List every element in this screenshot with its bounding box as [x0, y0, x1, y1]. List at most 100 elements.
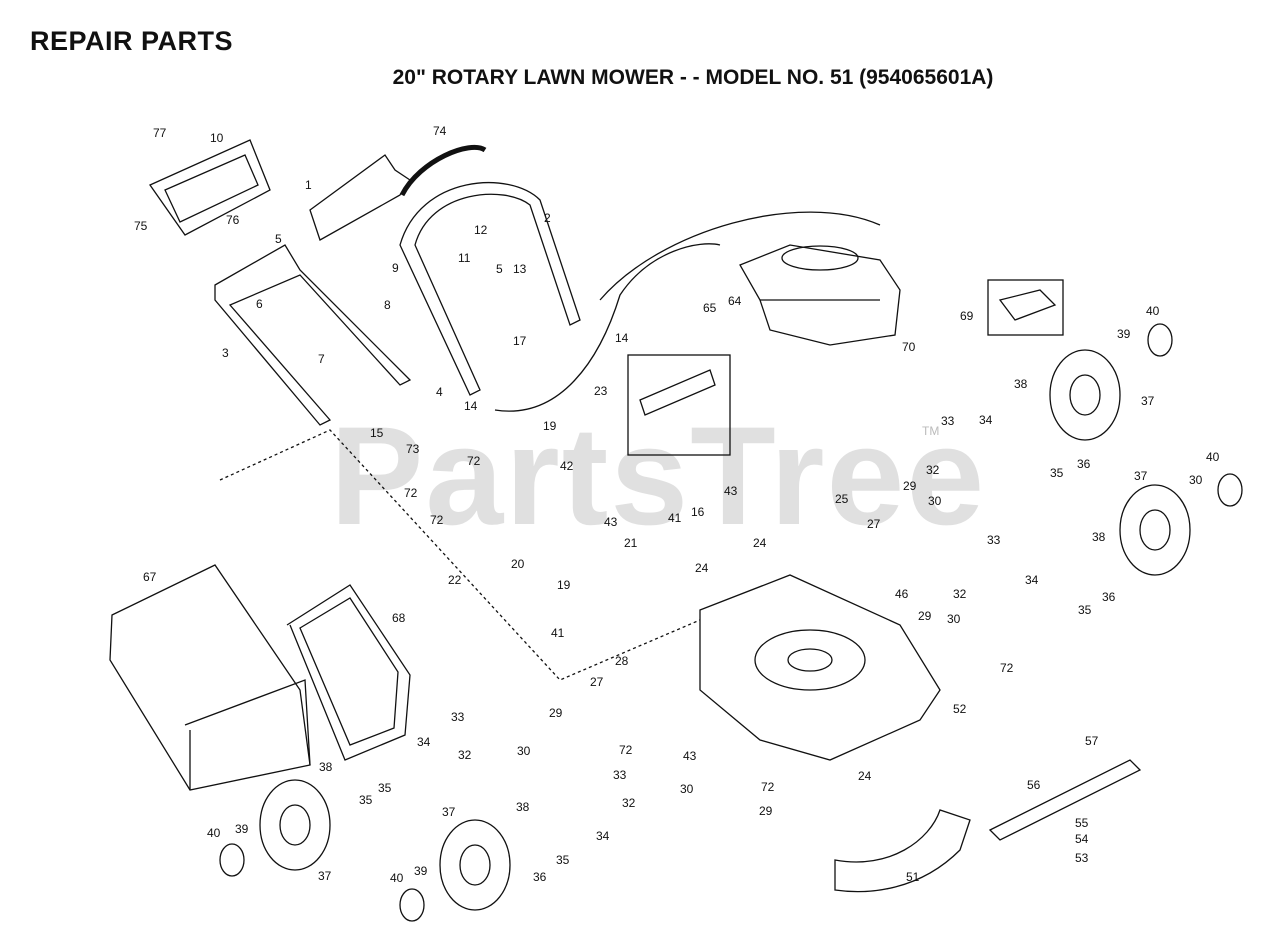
part-number-label: 2 — [544, 211, 551, 225]
part-number-label: 43 — [604, 515, 618, 529]
part-number-label: 34 — [979, 413, 993, 427]
part-number-label: 34 — [1025, 573, 1039, 587]
air-filter-drawing — [998, 289, 1057, 321]
part-number-label: 39 — [1117, 327, 1131, 341]
part-number-label: 6 — [256, 297, 263, 311]
detail-part-drawing — [639, 369, 716, 416]
upper-handle-drawing — [399, 144, 581, 396]
page-heading: REPAIR PARTS — [30, 26, 234, 56]
part-number-label: 75 — [134, 219, 148, 233]
part-number-label: 28 — [615, 654, 629, 668]
watermark: PartsTree — [330, 397, 987, 554]
part-number-label: 32 — [458, 748, 472, 762]
bail-drawing — [309, 154, 411, 241]
part-number-label: 35 — [378, 781, 392, 795]
part-number-label: 40 — [207, 826, 221, 840]
grass-bag-drawing — [109, 564, 311, 791]
part-number-label: 21 — [624, 536, 638, 550]
part-number-label: 32 — [926, 463, 940, 477]
part-number-label: 27 — [867, 517, 881, 531]
part-number-label: 72 — [761, 780, 775, 794]
part-number-label: 24 — [858, 769, 872, 783]
part-number-label: 34 — [596, 829, 610, 843]
part-number-label: 46 — [895, 587, 909, 601]
part-number-label: 27 — [590, 675, 604, 689]
part-number-label: 38 — [1092, 530, 1106, 544]
part-number-label: 37 — [318, 869, 332, 883]
part-number-label: 16 — [691, 505, 705, 519]
part-number-label: 30 — [928, 494, 942, 508]
part-number-label: 29 — [549, 706, 563, 720]
part-number-label: 42 — [560, 459, 574, 473]
part-number-label: 38 — [1014, 377, 1028, 391]
part-number-label: 22 — [448, 573, 462, 587]
part-number-label: 65 — [703, 301, 717, 315]
bag-frame-drawing — [286, 584, 411, 761]
part-number-label: 33 — [987, 533, 1001, 547]
detail-box — [627, 354, 731, 456]
part-number-label: 41 — [551, 626, 565, 640]
part-number-label: 73 — [406, 442, 420, 456]
part-number-label: 8 — [384, 298, 391, 312]
part-number-label: 30 — [947, 612, 961, 626]
part-number-label: 4 — [436, 385, 443, 399]
part-number-label: 43 — [724, 484, 738, 498]
control-panel-drawing — [149, 139, 271, 236]
part-number-label: 53 — [1075, 851, 1089, 865]
part-number-label: 39 — [235, 822, 249, 836]
part-number-label: 54 — [1075, 832, 1089, 846]
part-number-label: 64 — [728, 294, 742, 308]
part-number-label: 19 — [543, 419, 557, 433]
part-number-label: 29 — [903, 479, 917, 493]
air-filter-box — [987, 279, 1064, 336]
part-number-label: 68 — [392, 611, 406, 625]
part-number-label: 20 — [511, 557, 525, 571]
part-number-label: 37 — [442, 805, 456, 819]
part-number-label: 38 — [319, 760, 333, 774]
part-number-label: 36 — [1077, 457, 1091, 471]
part-number-label: 5 — [496, 262, 503, 276]
diagram-title: 20" ROTARY LAWN MOWER - - MODEL NO. 51 (… — [392, 66, 994, 89]
part-number-label: 40 — [1206, 450, 1220, 464]
part-number-label: 72 — [404, 486, 418, 500]
deck-drawing — [699, 574, 941, 761]
part-number-label: 37 — [1134, 469, 1148, 483]
part-number-label: 14 — [464, 399, 478, 413]
part-number-label: 38 — [516, 800, 530, 814]
lower-handle-drawing — [214, 244, 412, 426]
part-number-label: 30 — [1189, 473, 1203, 487]
part-number-label: 52 — [953, 702, 967, 716]
part-number-label: 36 — [533, 870, 547, 884]
part-number-label: 30 — [517, 744, 531, 758]
part-number-label: 30 — [680, 782, 694, 796]
part-number-label: 9 — [392, 261, 399, 275]
part-number-label: 23 — [594, 384, 608, 398]
part-number-label: 34 — [417, 735, 431, 749]
part-number-label: 37 — [1141, 394, 1155, 408]
part-number-label: 1 — [305, 178, 312, 192]
part-number-label: 33 — [451, 710, 465, 724]
watermark-trademark: TM — [922, 424, 940, 438]
part-number-label: 12 — [474, 223, 488, 237]
part-number-label: 15 — [370, 426, 384, 440]
part-number-label: 33 — [613, 768, 627, 782]
part-number-label: 77 — [153, 126, 167, 140]
throttle-cable-drawing — [599, 211, 881, 301]
part-number-label: 24 — [753, 536, 767, 550]
part-number-label: 67 — [143, 570, 157, 584]
part-number-label: 24 — [695, 561, 709, 575]
part-number-label: 11 — [458, 251, 471, 265]
part-number-label: 39 — [414, 864, 428, 878]
part-number-label: 35 — [1078, 603, 1092, 617]
part-number-label: 14 — [615, 331, 629, 345]
part-number-label: 35 — [1050, 466, 1064, 480]
engine-drawing — [739, 244, 901, 346]
part-number-label: 3 — [222, 346, 229, 360]
part-number-label: 33 — [941, 414, 955, 428]
part-number-label: 74 — [433, 124, 447, 138]
part-number-label: 10 — [210, 131, 224, 145]
part-number-label: 29 — [918, 609, 932, 623]
part-number-label: 19 — [557, 578, 571, 592]
part-number-label: 69 — [960, 309, 974, 323]
